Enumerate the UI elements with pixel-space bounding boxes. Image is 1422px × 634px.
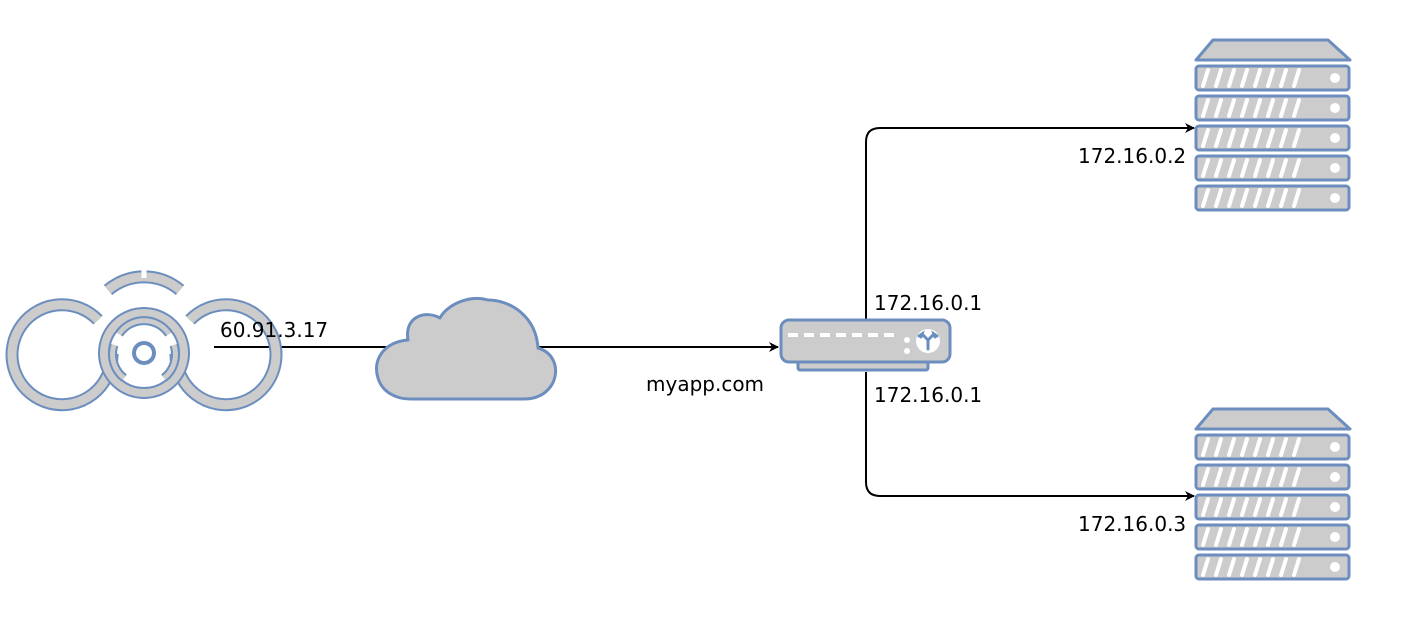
cloud-icon[interactable] <box>375 297 557 401</box>
server-bottom-icon[interactable] <box>1194 407 1352 581</box>
server-top-ip-label: 172.16.0.2 <box>1078 144 1186 168</box>
domain-label: myapp.com <box>646 372 764 396</box>
router-icon[interactable] <box>779 318 952 372</box>
edge-router-to-server-top <box>865 123 1195 322</box>
router-ip-bottom-label: 172.16.0.1 <box>874 383 982 407</box>
edge-router-to-server-bottom <box>865 372 1195 501</box>
server-top-icon[interactable] <box>1194 38 1352 212</box>
biohazard-icon[interactable] <box>5 267 283 412</box>
attacker-ip-label: 60.91.3.17 <box>220 318 328 342</box>
router-ip-top-label: 172.16.0.1 <box>874 291 982 315</box>
server-bottom-ip-label: 172.16.0.3 <box>1078 512 1186 536</box>
